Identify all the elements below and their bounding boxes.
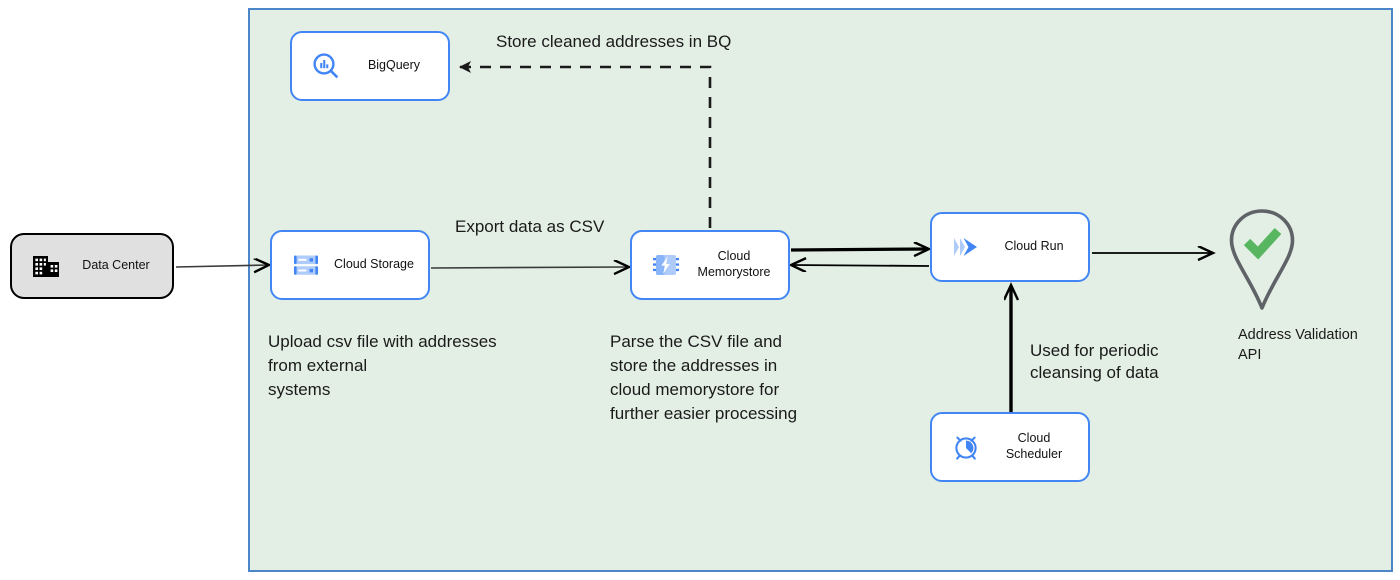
node-cloud-run[interactable]: Cloud Run <box>930 212 1090 282</box>
location-pin-check-icon <box>1229 209 1295 310</box>
edge-label-store-cleaned-addresses: Store cleaned addresses in BQ <box>496 32 732 51</box>
data-center-icon <box>26 246 66 286</box>
node-label-bigquery: BigQuery <box>367 58 421 73</box>
bigquery-icon <box>306 46 346 86</box>
node-data-center[interactable]: Data Center <box>10 233 174 299</box>
note-upload-csv: Upload csv file with addresses from exte… <box>268 332 497 400</box>
note-parse-csv: Parse the CSV file and store the address… <box>610 332 798 424</box>
node-cloud-memorystore[interactable]: Cloud Memorystore <box>630 230 790 300</box>
cloud-memorystore-icon <box>646 245 686 285</box>
node-label-cloud-scheduler: Cloud Scheduler <box>1005 431 1063 461</box>
node-cloud-scheduler[interactable]: Cloud Scheduler <box>930 412 1090 482</box>
node-address-validation-api[interactable] <box>1218 205 1306 315</box>
node-bigquery[interactable]: BigQuery <box>290 31 450 101</box>
node-label-cloud-run: Cloud Run <box>1004 239 1064 254</box>
cloud-run-icon <box>946 227 986 267</box>
node-label-address-validation-api: Address Validation API <box>1238 327 1358 364</box>
cloud-storage-icon <box>286 245 326 285</box>
cloud-scheduler-icon <box>946 427 986 467</box>
edge-label-periodic-cleansing: Used for periodic cleansing of data <box>1030 341 1159 383</box>
node-label-cloud-memorystore: Cloud Memorystore <box>697 249 771 279</box>
node-label-cloud-storage: Cloud Storage <box>334 257 414 272</box>
node-label-data-center: Data Center <box>82 258 150 273</box>
edge-label-export-data-as-csv: Export data as CSV <box>455 217 605 236</box>
cloud-boundary-container <box>248 8 1393 572</box>
node-cloud-storage[interactable]: Cloud Storage <box>270 230 430 300</box>
